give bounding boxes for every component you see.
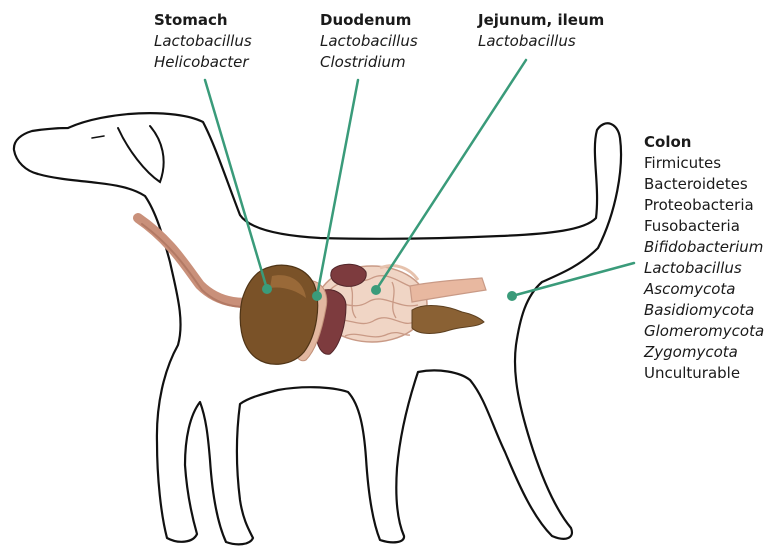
leader-line-jejunum — [376, 60, 526, 290]
duodenum-label: Duodenum Lactobacillus Clostridium — [320, 10, 418, 73]
leader-dot-colon — [507, 291, 517, 301]
duodenum-title: Duodenum — [320, 10, 418, 31]
liver — [331, 264, 366, 286]
dog-eye — [92, 136, 104, 138]
colon-organism: Bifidobacterium — [644, 237, 764, 258]
colon-organism: Firmicutes — [644, 153, 764, 174]
jejunum-ileum-label: Jejunum, ileum Lactobacillus — [478, 10, 604, 52]
jejunum-ileum-title: Jejunum, ileum — [478, 10, 604, 31]
duodenum-organism: Lactobacillus — [320, 31, 418, 52]
stomach-organism: Helicobacter — [154, 52, 252, 73]
stomach-title: Stomach — [154, 10, 252, 31]
colon-organ — [412, 306, 484, 334]
dog-ear-outline — [118, 126, 164, 182]
leader-line-duodenum — [317, 80, 358, 296]
colon-organism: Basidiomycota — [644, 300, 764, 321]
leader-dot-stomach — [262, 284, 272, 294]
stomach-organism: Lactobacillus — [154, 31, 252, 52]
large-intestine — [410, 278, 486, 302]
leader-lines — [205, 60, 634, 296]
jejunum-ileum-organism: Lactobacillus — [478, 31, 604, 52]
leader-dot-jejunum — [371, 285, 381, 295]
colon-title: Colon — [644, 132, 764, 153]
colon-organism: Glomeromycota — [644, 321, 764, 342]
leader-line-stomach — [205, 80, 267, 289]
colon-organism: Lactobacillus — [644, 258, 764, 279]
colon-organism: Zygomycota — [644, 342, 764, 363]
stomach-label: Stomach Lactobacillus Helicobacter — [154, 10, 252, 73]
leader-dot-duodenum — [312, 291, 322, 301]
colon-organism: Fusobacteria — [644, 216, 764, 237]
colon-organism: Unculturable — [644, 363, 764, 384]
colon-label: Colon Firmicutes Bacteroidetes Proteobac… — [644, 132, 764, 384]
colon-organism: Bacteroidetes — [644, 174, 764, 195]
colon-organism: Ascomycota — [644, 279, 764, 300]
colon-organism: Proteobacteria — [644, 195, 764, 216]
duodenum-organism: Clostridium — [320, 52, 418, 73]
